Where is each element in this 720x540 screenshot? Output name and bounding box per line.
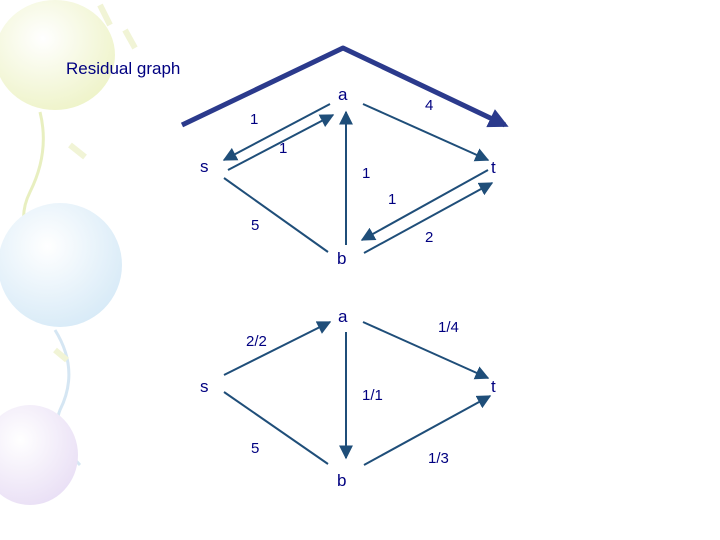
balloon-purple [0,405,78,505]
flow-edge-s-b [223,391,329,465]
page-title: Residual graph [66,59,181,78]
augmenting-path [180,45,509,128]
residual-edge-a-s [222,103,331,161]
residual-edge-a-t [362,103,490,162]
flow-node-s: s [200,377,209,396]
residual-edge-labels: 1 1 4 1 1 5 2 [250,97,433,246]
residual-nodes: a s t b [200,85,496,268]
flow-graph [223,321,492,466]
flow-edge-label: 1/1 [362,387,383,404]
residual-edge-label: 2 [425,229,433,246]
flow-edge-s-a [223,321,332,376]
residual-edge-s-b [223,177,329,253]
residual-graph [222,103,494,254]
residual-edge-s-a [227,114,335,171]
residual-edge-label: 5 [251,217,259,234]
flow-edge-labels: 2/2 1/4 1/1 5 1/3 [246,319,459,467]
flow-edge-a-t [362,321,490,380]
residual-edge-label: 1 [279,140,287,157]
flow-node-b: b [337,471,346,490]
residual-node-s: s [200,157,209,176]
residual-edge-t-b [360,169,489,241]
residual-edge-label: 1 [362,165,370,182]
residual-edge-label: 1 [250,111,258,128]
residual-edge-b-t [363,182,494,254]
flow-edge-b-t [363,395,492,466]
streamer-decoration [53,3,138,363]
flow-node-t: t [491,377,496,396]
flow-edge-label: 2/2 [246,333,267,350]
flow-nodes: a s t b [200,307,496,490]
residual-node-t: t [491,158,496,177]
flow-edge-label: 1/4 [438,319,459,336]
residual-edge-label: 1 [388,191,396,208]
flow-edge-label: 1/3 [428,450,449,467]
flow-edge-label: 5 [251,440,259,457]
residual-node-b: b [337,249,346,268]
residual-node-a: a [338,85,348,104]
residual-edge-label: 4 [425,97,433,114]
flow-node-a: a [338,307,348,326]
